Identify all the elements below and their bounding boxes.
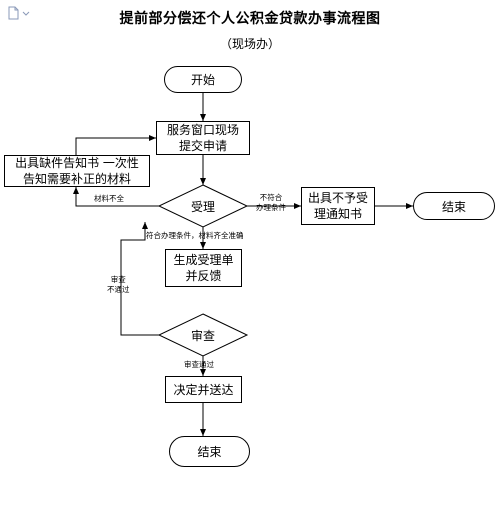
edge-label-review-failed: 审查 不通过 (107, 275, 130, 294)
end-node-right: 结束 (413, 192, 495, 220)
edge-label-not-eligible: 不符合 办理条件 (256, 193, 286, 212)
rejection-notice-node: 出具不予受 理通知书 (301, 187, 375, 225)
generate-receipt-node: 生成受理单 并反馈 (165, 249, 242, 287)
edge-label-eligible-complete: 符合办理条件，材料齐全准确 (146, 231, 244, 240)
end-node-bottom: 结束 (169, 436, 250, 467)
decide-deliver-node: 决定并送达 (165, 376, 242, 403)
accept-decision-node: 受理 (190, 199, 215, 214)
edge-label-review-passed: 审查通过 (184, 360, 214, 369)
start-node: 开始 (164, 66, 242, 93)
review-decision-node: 审查 (190, 328, 215, 343)
submit-application-node: 服务窗口现场 提交申请 (156, 121, 250, 155)
page-title: 提前部分偿还个人公积金贷款办事流程图 (119, 11, 381, 27)
edge-label-materials-incomplete: 材料不全 (94, 194, 124, 203)
page-subtitle: （现场办） (219, 37, 280, 51)
document-icon (8, 6, 30, 20)
missing-materials-notice-node: 出具缺件告知书 一次性 告知需要补正的材料 (4, 155, 150, 187)
